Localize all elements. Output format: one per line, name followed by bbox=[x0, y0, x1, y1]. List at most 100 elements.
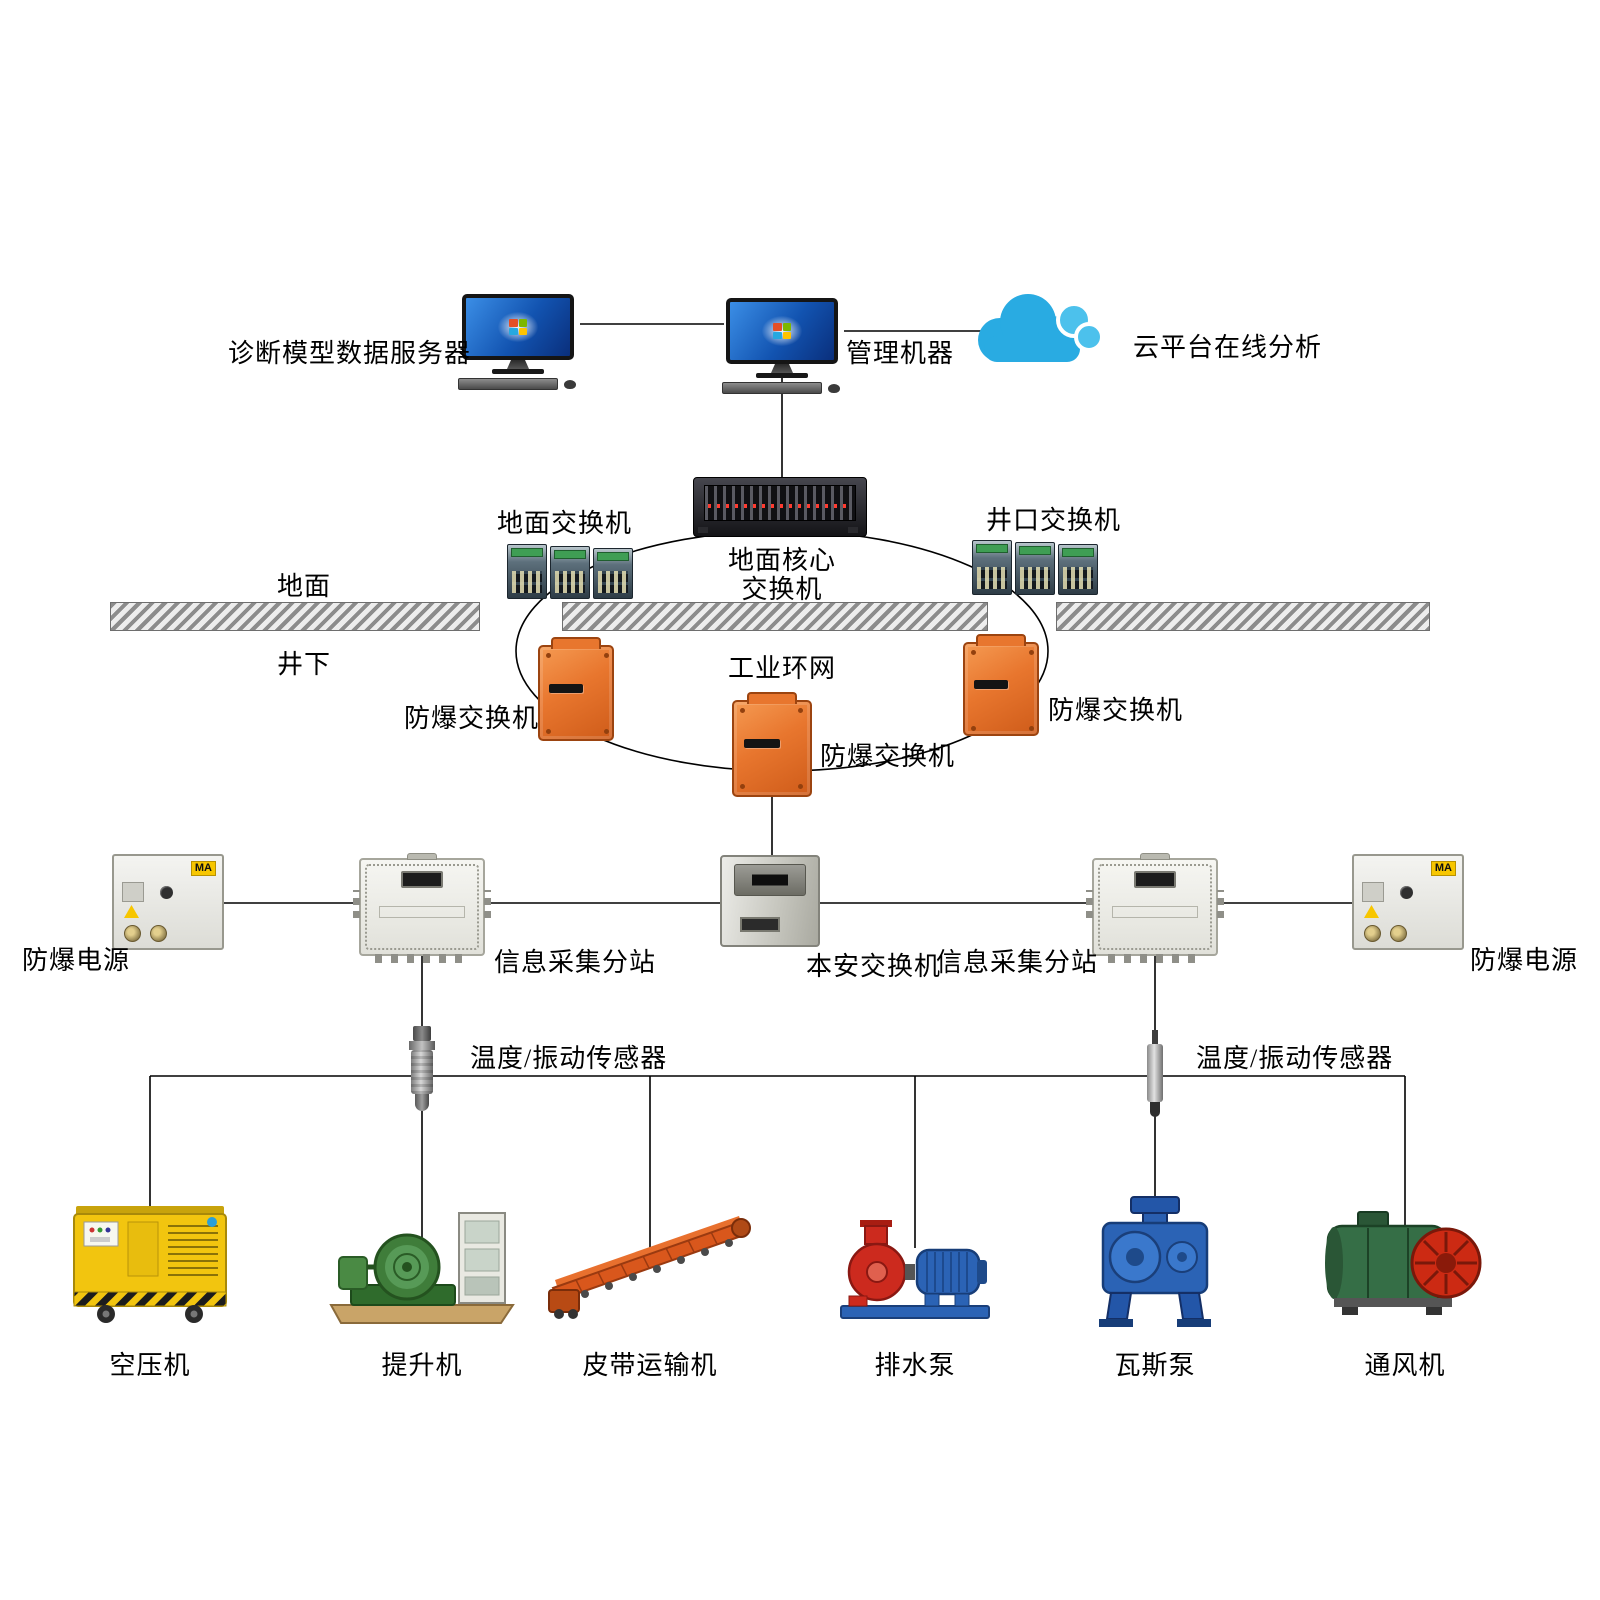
corner-bolts bbox=[971, 650, 976, 655]
ethernet-switch bbox=[550, 546, 590, 599]
sensor-body bbox=[411, 1050, 433, 1094]
surface-switch-label: 地面交换机 bbox=[497, 509, 633, 538]
substation-right-label: 信息采集分站 bbox=[936, 948, 1099, 977]
sensor-tip bbox=[1150, 1102, 1160, 1117]
equipment-label-drain-pump: 排水泵 bbox=[874, 1351, 956, 1380]
ex-switch-center-label: 防爆交换机 bbox=[820, 742, 956, 771]
side-connectors bbox=[1086, 890, 1093, 918]
substation-left bbox=[353, 853, 491, 963]
ex-switch-right-label: 防爆交换机 bbox=[1048, 696, 1184, 725]
nameplate bbox=[1112, 906, 1198, 918]
core-switch-leds bbox=[708, 504, 852, 508]
side-connectors bbox=[1217, 890, 1224, 918]
ethernet-switch bbox=[507, 544, 547, 599]
equipment-label-compressor: 空压机 bbox=[109, 1351, 191, 1380]
nameplate bbox=[379, 906, 465, 918]
ex-switch-left-label: 防爆交换机 bbox=[404, 704, 540, 733]
ma-badge: MA bbox=[1430, 861, 1456, 876]
bottom-connectors bbox=[1108, 954, 1202, 963]
core-switch-device bbox=[693, 477, 867, 537]
safe-switch-label: 本安交换机 bbox=[806, 952, 942, 981]
underground-zone-label: 井下 bbox=[277, 650, 332, 679]
surface-switch-group bbox=[507, 541, 635, 599]
ex-proof-switch-center bbox=[732, 700, 812, 797]
monitor-stand bbox=[771, 364, 793, 373]
ring-network-label: 工业环网 bbox=[727, 654, 836, 683]
ethernet-switch bbox=[1058, 544, 1098, 595]
bolt-ring bbox=[1098, 864, 1212, 950]
diagnostic-server-computer bbox=[458, 294, 578, 390]
cloud-platform-label: 云平台在线分析 bbox=[1133, 333, 1323, 362]
safe-switch-slot bbox=[740, 917, 780, 932]
corner-bolts bbox=[546, 653, 551, 658]
windows-logo-icon bbox=[773, 323, 791, 339]
switch-slot bbox=[974, 680, 1009, 689]
sensor-plug bbox=[413, 1026, 431, 1041]
equipment-label-fan: 通风机 bbox=[1364, 1351, 1446, 1380]
mouse bbox=[828, 384, 840, 393]
ex-proof-power-right: MA bbox=[1352, 854, 1464, 950]
monitor-stand bbox=[507, 360, 529, 369]
sensor-body bbox=[1147, 1044, 1163, 1102]
sensor-tip bbox=[415, 1094, 429, 1111]
sensor-right-label: 温度/振动传感器 bbox=[1196, 1044, 1394, 1073]
monitor-screen bbox=[462, 294, 574, 360]
vibration-sensor-left bbox=[398, 1026, 446, 1120]
screen-glow bbox=[498, 312, 538, 342]
power-plate bbox=[1362, 882, 1384, 902]
switch-slot bbox=[743, 739, 780, 749]
diagnostic-server-label: 诊断模型数据服务器 bbox=[228, 339, 472, 368]
bolt-ring bbox=[365, 864, 479, 950]
management-computer bbox=[722, 298, 842, 394]
power-knob bbox=[1400, 886, 1413, 899]
substation-display bbox=[401, 871, 443, 888]
wellhead-switch-label: 井口交换机 bbox=[986, 506, 1122, 535]
boundary-bar-right bbox=[1056, 602, 1430, 631]
ethernet-switch bbox=[593, 548, 633, 599]
core-switch-label-line1: 地面核心 bbox=[727, 546, 836, 575]
sensor-collar bbox=[409, 1041, 435, 1050]
screen-glow bbox=[762, 316, 802, 346]
substation-left-label: 信息采集分站 bbox=[494, 948, 657, 977]
core-switch-label: 地面核心 交换机 bbox=[706, 546, 858, 604]
power-connector bbox=[124, 925, 141, 942]
safe-switch-device bbox=[720, 855, 820, 947]
windows-logo-icon bbox=[509, 319, 527, 335]
sensor-left-label: 温度/振动传感器 bbox=[470, 1044, 668, 1073]
equipment-label-conveyor: 皮带运输机 bbox=[582, 1351, 718, 1380]
substation-display bbox=[1134, 871, 1176, 888]
core-switch-slots bbox=[704, 485, 856, 521]
power-connector bbox=[1364, 925, 1381, 942]
power-connector bbox=[150, 925, 167, 942]
ex-proof-switch-left bbox=[538, 645, 614, 741]
air-compressor-image bbox=[70, 1192, 230, 1332]
power-connector bbox=[1390, 925, 1407, 942]
power-knob bbox=[160, 886, 173, 899]
side-connectors bbox=[484, 890, 491, 918]
ex-power-left-label: 防爆电源 bbox=[22, 946, 131, 975]
monitor-screen bbox=[726, 298, 838, 364]
core-switch-label-line2: 交换机 bbox=[741, 575, 823, 604]
safe-switch-display bbox=[734, 864, 806, 896]
ethernet-switch bbox=[1015, 542, 1055, 595]
ethernet-switch bbox=[972, 540, 1012, 595]
warning-triangle-icon bbox=[1364, 905, 1379, 918]
hoist-image bbox=[327, 1197, 517, 1332]
keyboard bbox=[722, 382, 822, 394]
surface-zone-label: 地面 bbox=[277, 572, 332, 601]
equipment-label-hoist: 提升机 bbox=[381, 1351, 463, 1380]
ma-badge: MA bbox=[190, 861, 216, 876]
equipment-label-gas-pump: 瓦斯泵 bbox=[1114, 1351, 1196, 1380]
keyboard bbox=[458, 378, 558, 390]
monitor-base bbox=[492, 369, 544, 374]
ex-proof-switch-right bbox=[963, 642, 1039, 736]
wellhead-switch-group bbox=[972, 537, 1100, 595]
drain-pump-image bbox=[835, 1212, 995, 1327]
gas-pump-image bbox=[1087, 1193, 1222, 1333]
ventilation-fan-image bbox=[1322, 1198, 1487, 1333]
boundary-bar-middle bbox=[562, 602, 988, 631]
side-connectors bbox=[353, 890, 360, 918]
management-machine-label: 管理机器 bbox=[846, 339, 955, 368]
monitor-base bbox=[756, 373, 808, 378]
